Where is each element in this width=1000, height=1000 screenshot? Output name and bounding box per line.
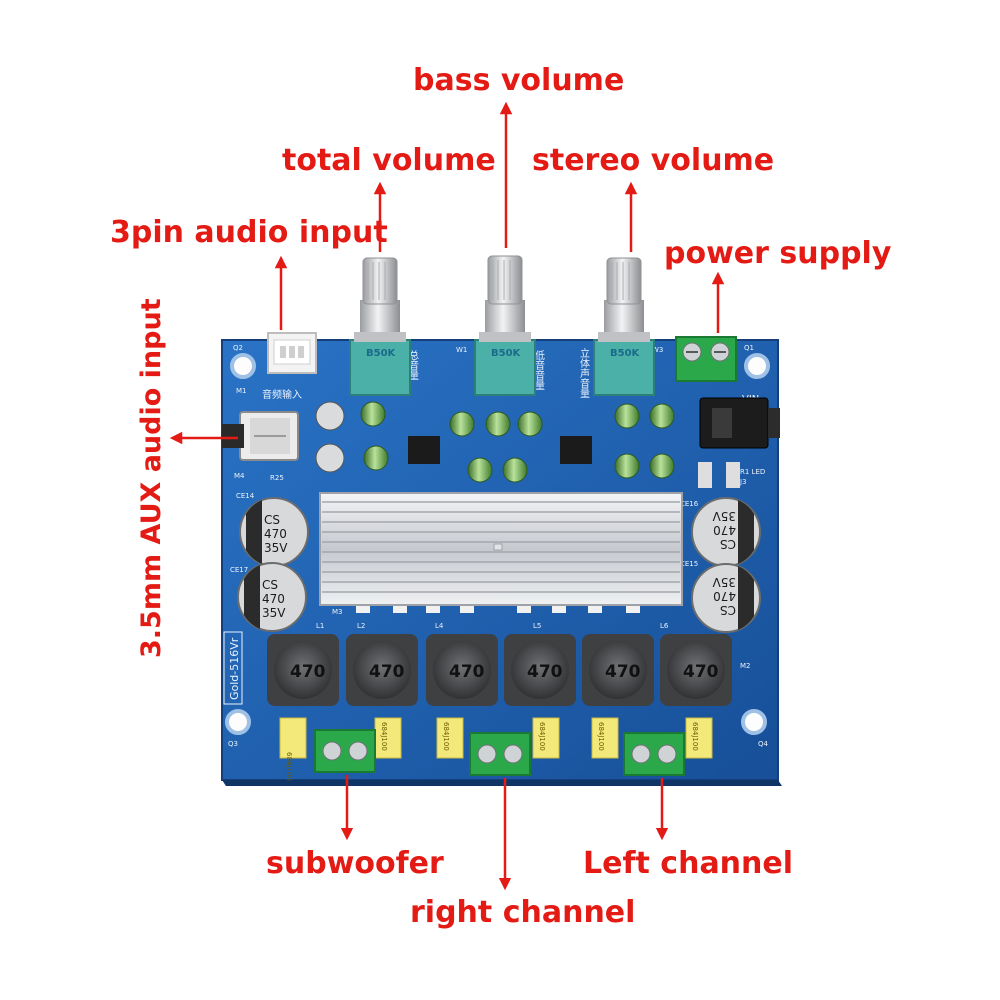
inductor-1: 470 bbox=[267, 634, 339, 706]
label-total-volume: total volume bbox=[282, 143, 496, 178]
3pin-audio-connector bbox=[267, 332, 317, 374]
svg-text:684J100: 684J100 bbox=[442, 722, 450, 751]
inductors: 470 470 470 470 470 470 bbox=[267, 634, 732, 706]
svg-text:Q3: Q3 bbox=[228, 740, 238, 748]
pot-value-stereo: B50K bbox=[610, 348, 641, 359]
potentiometer-bass: B50K bbox=[474, 255, 536, 396]
svg-text:684J100: 684J100 bbox=[538, 722, 546, 751]
label-right-channel: right channel bbox=[410, 895, 636, 930]
svg-text:35V: 35V bbox=[712, 509, 736, 523]
svg-text:Q2: Q2 bbox=[233, 344, 243, 352]
svg-text:W3: W3 bbox=[652, 346, 663, 354]
svg-text:L4: L4 bbox=[435, 622, 444, 630]
terminal-subwoofer bbox=[314, 729, 376, 773]
svg-text:470: 470 bbox=[713, 589, 736, 603]
svg-text:470: 470 bbox=[264, 527, 287, 541]
power-terminal bbox=[675, 336, 737, 382]
aux-jack bbox=[222, 411, 299, 461]
svg-text:684J100: 684J100 bbox=[285, 752, 293, 781]
film-capacitors: 684J100 684J100 684J100 684J100 684J100 … bbox=[279, 717, 713, 781]
svg-text:470: 470 bbox=[527, 662, 563, 682]
capacitor-left-bottom: CS 470 35V bbox=[237, 562, 307, 632]
terminal-right bbox=[469, 732, 531, 776]
svg-text:R25: R25 bbox=[270, 474, 284, 482]
svg-text:W1: W1 bbox=[456, 346, 467, 354]
capacitor-right-top: CS 470 35V bbox=[691, 497, 761, 567]
svg-text:CS: CS bbox=[264, 513, 280, 527]
pot-value-bass: B50K bbox=[491, 348, 522, 359]
svg-text:35V: 35V bbox=[264, 541, 288, 555]
svg-text:CE15: CE15 bbox=[680, 560, 698, 568]
svg-text:L5: L5 bbox=[533, 622, 541, 630]
svg-text:Q1: Q1 bbox=[744, 344, 754, 352]
label-aux-audio-input: 3.5mm AUX audio input bbox=[136, 298, 167, 658]
svg-text:CE16: CE16 bbox=[680, 500, 699, 508]
capacitor-right-bottom: CS 470 35V bbox=[691, 563, 761, 633]
svg-text:684J100: 684J100 bbox=[691, 722, 699, 751]
stereo-volume-silk: 立体声音量 bbox=[578, 347, 590, 398]
svg-text:35V: 35V bbox=[712, 575, 736, 589]
svg-text:684J100: 684J100 bbox=[597, 722, 605, 751]
svg-text:470: 470 bbox=[449, 662, 485, 682]
label-power-supply: power supply bbox=[664, 236, 892, 271]
label-subwoofer: subwoofer bbox=[266, 846, 444, 881]
label-left-channel: Left channel bbox=[583, 846, 794, 881]
inductor-5: 470 bbox=[582, 634, 654, 706]
svg-text:M1: M1 bbox=[236, 387, 247, 395]
svg-text:M4: M4 bbox=[234, 472, 245, 480]
potentiometer-stereo: B50K bbox=[593, 257, 655, 396]
svg-text:CE17: CE17 bbox=[230, 566, 248, 574]
svg-text:J3: J3 bbox=[739, 478, 747, 486]
pot-value-total: B50K bbox=[366, 348, 397, 359]
inductor-2: 470 bbox=[346, 634, 418, 706]
svg-text:470: 470 bbox=[605, 662, 641, 682]
svg-text:470: 470 bbox=[369, 662, 405, 682]
inductor-6: 470 bbox=[660, 634, 732, 706]
model-silk: Gold-516Vr bbox=[228, 637, 241, 700]
svg-text:470: 470 bbox=[713, 523, 736, 537]
svg-text:M2: M2 bbox=[740, 662, 751, 670]
svg-text:R1 LED: R1 LED bbox=[740, 468, 765, 476]
big-capacitors: CS 470 35V CS 470 35V CS 470 35V bbox=[237, 497, 761, 633]
svg-text:L2: L2 bbox=[357, 622, 365, 630]
svg-text:470: 470 bbox=[683, 662, 719, 682]
dc-barrel-jack bbox=[699, 397, 780, 449]
svg-text:L6: L6 bbox=[660, 622, 669, 630]
svg-text:35V: 35V bbox=[262, 606, 286, 620]
label-bass-volume: bass volume bbox=[413, 63, 625, 98]
svg-text:470: 470 bbox=[262, 592, 285, 606]
svg-text:L1: L1 bbox=[316, 622, 324, 630]
heatsink bbox=[319, 492, 683, 606]
terminal-left bbox=[623, 732, 685, 776]
capacitor-left-top: CS 470 35V bbox=[239, 497, 309, 567]
svg-text:CE14: CE14 bbox=[236, 492, 255, 500]
svg-text:684J100: 684J100 bbox=[380, 722, 388, 751]
label-3pin-audio-input: 3pin audio input bbox=[110, 215, 388, 250]
svg-text:M3: M3 bbox=[332, 608, 343, 616]
svg-text:CS: CS bbox=[720, 537, 736, 551]
svg-text:470: 470 bbox=[290, 662, 326, 682]
svg-text:CS: CS bbox=[262, 578, 278, 592]
potentiometers: B50K B50K bbox=[349, 255, 655, 396]
mounting-holes bbox=[225, 353, 770, 735]
svg-text:CS: CS bbox=[720, 603, 736, 617]
small-components bbox=[315, 401, 740, 488]
label-stereo-volume: stereo volume bbox=[532, 143, 775, 178]
annotation-arrows bbox=[169, 101, 725, 891]
audio-input-silk: 音频输入 bbox=[262, 388, 302, 401]
speaker-terminals bbox=[314, 729, 685, 776]
potentiometer-total: B50K bbox=[349, 257, 411, 396]
inductor-4: 470 bbox=[504, 634, 576, 706]
inductor-3: 470 bbox=[426, 634, 498, 706]
svg-text:Q4: Q4 bbox=[758, 740, 769, 748]
